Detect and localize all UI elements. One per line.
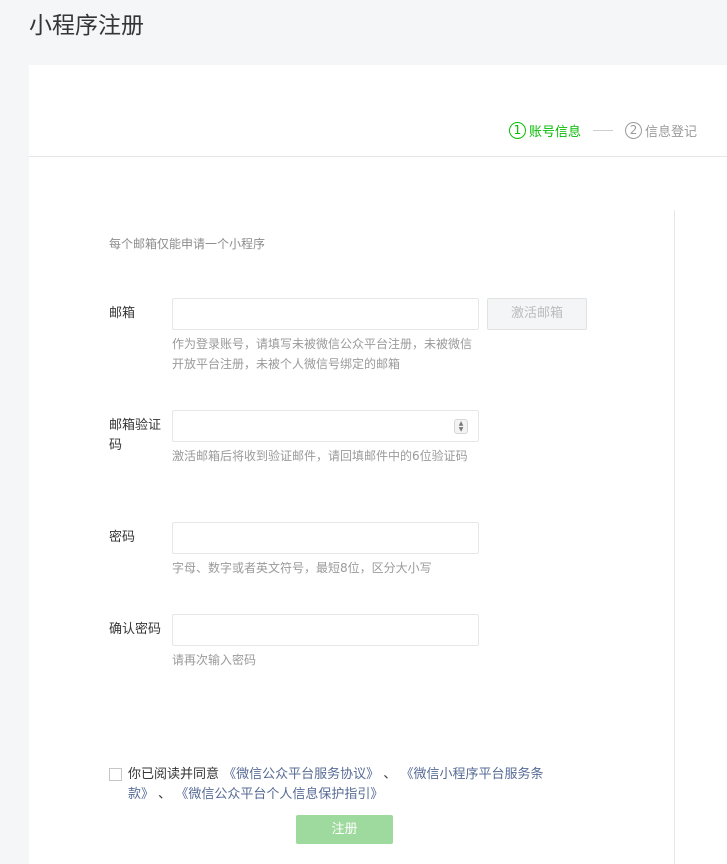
agreement-separator: 、 xyxy=(383,767,397,782)
verify-code-input[interactable]: ▲▼ xyxy=(172,410,479,442)
service-agreement-link[interactable]: 《微信公众平台服务协议》 xyxy=(223,767,380,782)
vertical-divider xyxy=(674,210,675,864)
agreement-prefix: 你已阅读并同意 xyxy=(128,767,220,782)
password-label: 密码 xyxy=(109,530,136,545)
step-number-icon: 1 xyxy=(509,122,526,139)
registration-card: 1 账号信息 2 信息登记 每个邮箱仅能申请一个小程序 邮箱 激活邮箱 作为登录… xyxy=(29,65,727,864)
email-label: 邮箱 xyxy=(109,306,136,321)
number-stepper-icon[interactable]: ▲▼ xyxy=(454,419,468,434)
step-divider xyxy=(593,130,614,131)
register-button[interactable]: 注册 xyxy=(296,815,393,844)
confirm-password-hint: 请再次输入密码 xyxy=(172,653,257,667)
step-label: 信息登记 xyxy=(645,125,698,140)
step-label: 账号信息 xyxy=(529,125,582,140)
email-notice: 每个邮箱仅能申请一个小程序 xyxy=(109,237,266,251)
agreement-separator: 、 xyxy=(158,787,172,802)
activate-email-button[interactable]: 激活邮箱 xyxy=(487,298,587,330)
password-input[interactable] xyxy=(172,522,479,554)
agreement-checkbox[interactable] xyxy=(109,768,122,781)
step-number-icon: 2 xyxy=(625,122,643,139)
step-account-info: 1 账号信息 xyxy=(509,121,581,140)
card-header: 1 账号信息 2 信息登记 xyxy=(29,65,727,157)
password-hint: 字母、数字或者英文符号，最短8位，区分大小写 xyxy=(172,561,432,575)
agreement: 你已阅读并同意 《微信公众平台服务协议》 、 《微信小程序平台服务条款》 、 《… xyxy=(109,765,569,805)
step-indicator: 1 账号信息 2 信息登记 xyxy=(509,121,697,140)
confirm-password-input[interactable] xyxy=(172,614,479,646)
privacy-guide-link[interactable]: 《微信公众平台个人信息保护指引》 xyxy=(175,787,384,802)
page-title: 小程序注册 xyxy=(29,13,144,39)
email-hint: 作为登录账号，请填写未被微信公众平台注册，未被微信开放平台注册，未被个人微信号绑… xyxy=(172,337,473,371)
miniprogram-terms-link[interactable]: 《微信小程序平台服务条款》 xyxy=(128,767,544,802)
confirm-password-label: 确认密码 xyxy=(109,622,162,637)
step-info-register: 2 信息登记 xyxy=(625,121,697,140)
verify-code-hint: 激活邮箱后将收到验证邮件，请回填邮件中的6位验证码 xyxy=(172,449,468,463)
verify-code-label: 邮箱验证码 xyxy=(109,418,162,453)
email-input[interactable] xyxy=(172,298,479,330)
